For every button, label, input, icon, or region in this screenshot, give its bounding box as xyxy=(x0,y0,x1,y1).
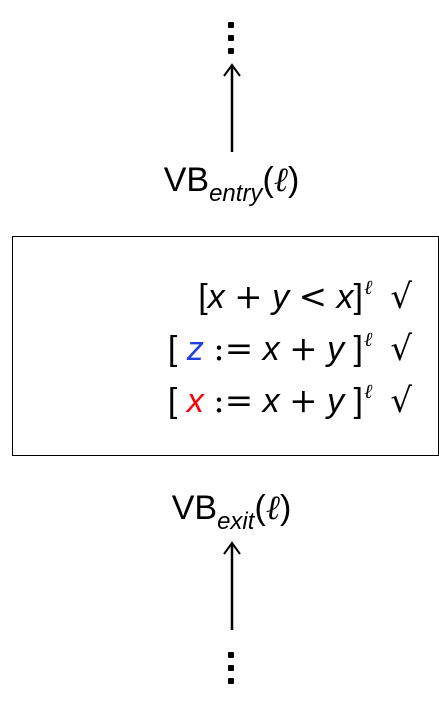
var-y: y xyxy=(327,382,345,420)
vb-entry-label: VBentry(ℓ) xyxy=(0,160,439,207)
dot xyxy=(228,35,234,41)
bracket-open: [ xyxy=(198,278,208,316)
block-label: ℓ xyxy=(363,275,373,299)
op-less-than: < xyxy=(298,277,328,317)
bracket-open: [ xyxy=(167,330,178,368)
op-assign: := xyxy=(213,329,254,369)
op-plus: + xyxy=(289,381,318,421)
label-subscript: exit xyxy=(217,508,255,535)
paren-close: ) xyxy=(279,489,292,527)
block-line-assign-x: [ x := x + y ]ℓ √ xyxy=(168,379,412,421)
op-plus: + xyxy=(234,277,263,317)
bracket-close: ] xyxy=(353,330,363,368)
label-subscript: entry xyxy=(209,180,263,207)
var-x: x xyxy=(262,382,280,420)
vb-exit-label: VBexit(ℓ) xyxy=(0,488,439,535)
paren-open: ( xyxy=(254,489,266,527)
bottom-ellipsis xyxy=(228,652,238,691)
block-line-assign-z: [ z := x + y ]ℓ √ xyxy=(168,327,412,369)
assign-target-z: z xyxy=(186,330,204,368)
bracket-open: [ xyxy=(167,382,178,420)
paren-close: ) xyxy=(287,161,300,199)
check-icon: √ xyxy=(390,381,412,421)
label-base: VB xyxy=(163,161,210,199)
check-icon: √ xyxy=(390,277,412,317)
label-arg: ℓ xyxy=(265,488,280,528)
block-line-condition: [x + y < x]ℓ√ xyxy=(198,275,412,317)
dot xyxy=(228,48,234,54)
bracket-close: ] xyxy=(353,382,363,420)
dot xyxy=(228,678,234,684)
program-block: [x + y < x]ℓ√ [ z := x + y ]ℓ√ [ x := x … xyxy=(12,236,439,456)
dot xyxy=(228,652,234,658)
bracket-close: ] xyxy=(353,278,363,316)
up-arrow-top xyxy=(223,63,241,152)
var-y: y xyxy=(272,278,290,316)
var-y: y xyxy=(327,330,345,368)
label-arg: ℓ xyxy=(273,160,288,200)
block-label: ℓ xyxy=(363,379,373,403)
dot xyxy=(228,665,234,671)
paren-open: ( xyxy=(262,161,274,199)
up-arrow-bottom xyxy=(223,541,241,630)
assign-target-x: x xyxy=(186,382,204,420)
dot xyxy=(228,22,234,28)
label-base: VB xyxy=(171,489,218,527)
var-x: x xyxy=(336,278,354,316)
block-label: ℓ xyxy=(363,327,373,351)
var-x: x xyxy=(207,278,225,316)
op-assign: := xyxy=(213,381,254,421)
var-x: x xyxy=(262,330,280,368)
top-ellipsis xyxy=(228,22,238,61)
op-plus: + xyxy=(289,329,318,369)
check-icon: √ xyxy=(390,329,412,369)
